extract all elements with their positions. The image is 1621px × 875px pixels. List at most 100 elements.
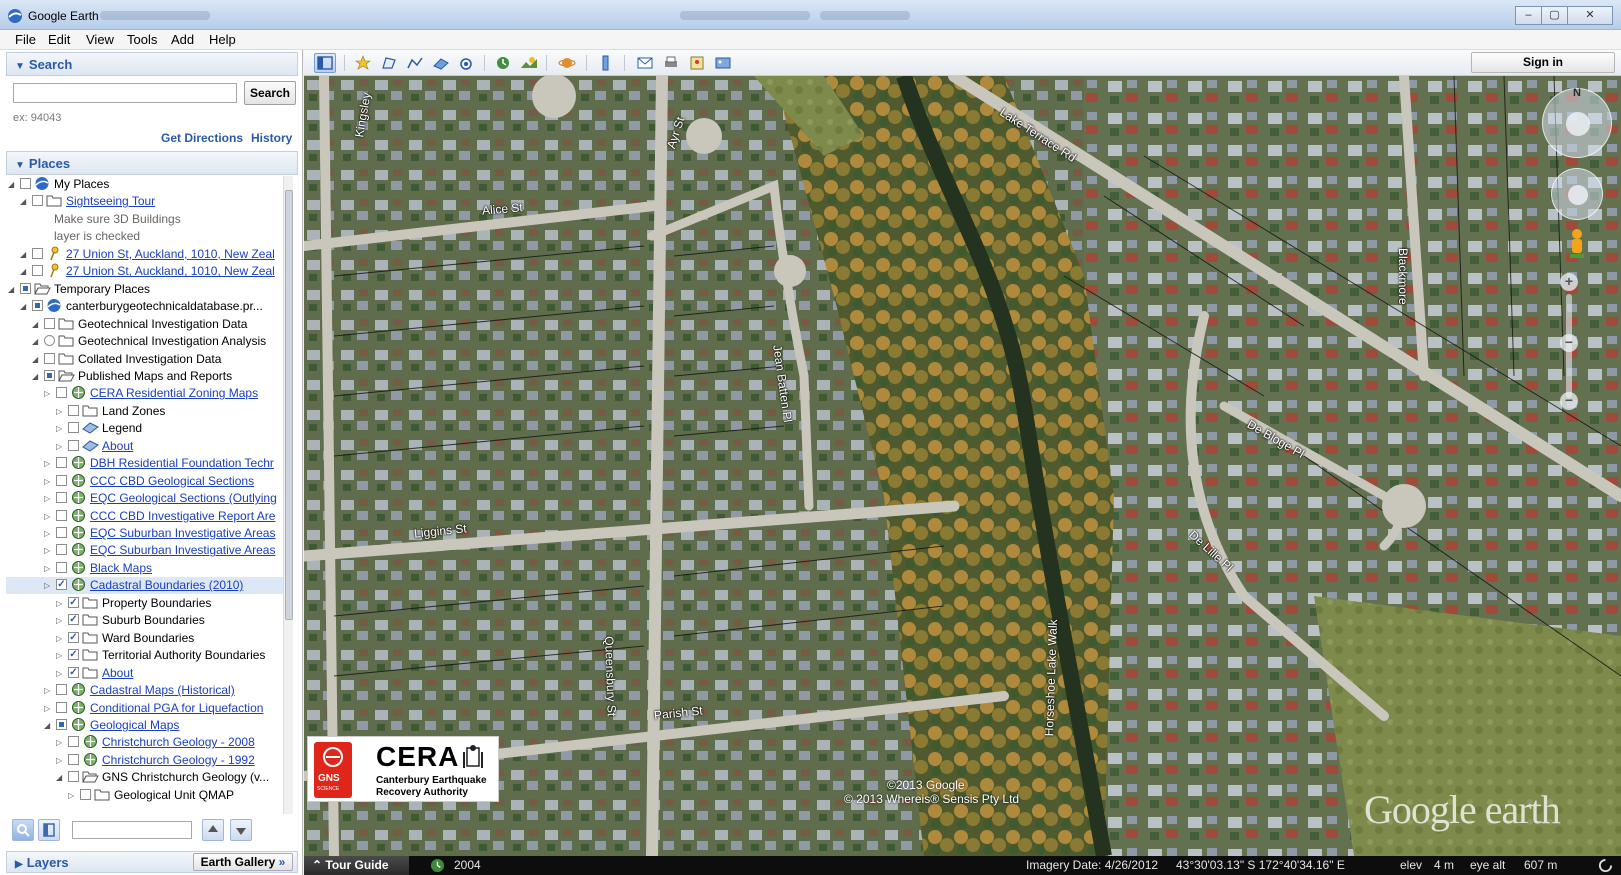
places-tree-item[interactable]: ▷✓Ward Boundaries — [6, 630, 286, 647]
places-tree-item[interactable]: ▷EQC Suburban Investigative Areas — [6, 542, 286, 559]
expand-arrow-icon[interactable]: ◢ — [32, 354, 39, 364]
checkbox[interactable] — [56, 718, 67, 730]
checkbox[interactable] — [56, 492, 67, 504]
checkbox[interactable] — [56, 387, 67, 399]
places-tree-item[interactable]: ◢canterburygeotechnicaldatabase.pr... — [6, 298, 286, 315]
places-tree-item[interactable]: ▷✓About — [6, 665, 286, 682]
places-item-label[interactable]: DBH Residential Foundation Techr — [90, 456, 274, 471]
earth-gallery-button[interactable]: Earth Gallery » — [193, 853, 293, 871]
expand-arrow-icon[interactable]: ▷ — [44, 389, 51, 399]
expand-arrow-icon[interactable]: ◢ — [56, 773, 63, 783]
places-item-label[interactable]: EQC Geological Sections (Outlying — [90, 491, 277, 506]
places-item-label[interactable]: Conditional PGA for Liquefaction — [90, 700, 264, 715]
add-polygon-icon[interactable] — [378, 53, 400, 73]
sign-in-button[interactable]: Sign in — [1471, 52, 1615, 73]
sunlight-icon[interactable] — [518, 53, 540, 73]
places-item-label[interactable]: About — [102, 665, 134, 680]
places-tree-item[interactable]: ▷ DBH Residential Foundation Techr — [6, 455, 286, 472]
checkbox[interactable] — [68, 422, 79, 434]
hide-sidebar-icon[interactable] — [314, 53, 336, 73]
expand-arrow-icon[interactable]: ▷ — [56, 651, 63, 661]
places-tree-item[interactable]: ▷CCC CBD Geological Sections — [6, 473, 286, 490]
menu-file[interactable]: File — [15, 32, 36, 47]
checkbox[interactable] — [32, 265, 43, 277]
expand-arrow-icon[interactable]: ▷ — [56, 668, 63, 678]
expand-arrow-icon[interactable]: ◢ — [32, 337, 39, 347]
places-tree-item[interactable]: ◢27 Union St, Auckland, 1010, New Zeal — [6, 263, 286, 280]
places-tree-item[interactable]: ◢Published Maps and Reports — [6, 368, 286, 385]
eye-icon[interactable] — [1566, 112, 1590, 136]
places-tree-item[interactable]: ▷CERA Residential Zoning Maps — [6, 385, 286, 402]
checkbox[interactable] — [56, 561, 67, 573]
checkbox[interactable] — [56, 474, 67, 486]
places-item-label[interactable]: Cadastral Maps (Historical) — [90, 683, 235, 698]
places-tree-item[interactable]: ◢Temporary Places — [6, 281, 286, 298]
zoom-in-button[interactable]: + — [1560, 273, 1578, 291]
places-item-label[interactable]: Christchurch Geology - 2008 — [102, 735, 255, 750]
search-panel-header[interactable]: ▼Search — [6, 52, 298, 76]
menu-edit[interactable]: Edit — [48, 32, 71, 47]
checkbox[interactable] — [56, 527, 67, 538]
checkbox[interactable] — [44, 369, 55, 381]
checkbox[interactable] — [56, 457, 67, 469]
minimize-button[interactable]: – — [1515, 6, 1542, 25]
expand-arrow-icon[interactable]: ◢ — [8, 284, 15, 294]
places-tree-item[interactable]: ◢Geotechnical Investigation Data — [6, 316, 286, 333]
expand-arrow-icon[interactable]: ▷ — [44, 459, 51, 469]
move-joystick[interactable] — [1551, 168, 1603, 220]
checkbox[interactable] — [20, 178, 31, 189]
places-item-label[interactable]: CCC CBD Investigative Report Are — [90, 508, 276, 523]
move-down-icon[interactable] — [230, 819, 252, 841]
expand-arrow-icon[interactable]: ▷ — [56, 598, 63, 608]
checkbox[interactable] — [68, 753, 79, 765]
expand-arrow-icon[interactable]: ◢ — [20, 302, 27, 312]
places-tree-item[interactable]: ▷✓Territorial Authority Boundaries — [6, 647, 286, 664]
expand-arrow-icon[interactable]: ◢ — [32, 371, 39, 381]
menu-view[interactable]: View — [86, 32, 114, 47]
expand-arrow-icon[interactable]: ▷ — [56, 738, 63, 748]
places-tree-item[interactable]: ▷EQC Suburban Investigative Areas — [6, 525, 286, 542]
radio-button[interactable] — [44, 335, 55, 347]
expand-arrow-icon[interactable]: ▷ — [44, 581, 51, 591]
record-tour-icon[interactable] — [456, 53, 478, 73]
menu-add[interactable]: Add — [171, 32, 195, 47]
checkbox[interactable] — [32, 300, 43, 312]
checkbox[interactable] — [80, 788, 91, 800]
places-tree-item[interactable]: layer is checked — [6, 228, 286, 245]
history-link[interactable]: History — [251, 131, 293, 145]
places-tree-item[interactable]: ▷Conditional PGA for Liquefaction — [6, 700, 286, 717]
checkbox[interactable] — [32, 247, 43, 259]
places-item-label[interactable]: CCC CBD Geological Sections — [90, 473, 255, 488]
hand-icon[interactable] — [1568, 185, 1588, 205]
checkbox[interactable] — [20, 282, 31, 294]
places-tree-item[interactable]: ▷Land Zones — [6, 403, 286, 420]
places-tree-item[interactable]: ◢Sightseeing Tour — [6, 193, 286, 210]
expand-arrow-icon[interactable]: ▷ — [56, 406, 63, 416]
checkbox[interactable]: ✓ — [68, 631, 79, 643]
checkbox[interactable] — [44, 317, 55, 329]
satellite-imagery[interactable] — [304, 76, 1621, 856]
checkbox[interactable] — [56, 544, 67, 556]
expand-arrow-icon[interactable]: ◢ — [8, 180, 15, 189]
places-item-label[interactable]: Black Maps — [90, 560, 153, 575]
expand-arrow-icon[interactable]: ◢ — [20, 197, 27, 207]
view-in-maps-icon[interactable] — [686, 53, 708, 73]
places-item-label[interactable]: EQC Suburban Investigative Areas — [90, 543, 276, 558]
expand-arrow-icon[interactable]: ▷ — [56, 424, 63, 434]
checkbox[interactable]: ✓ — [56, 579, 67, 591]
close-button[interactable]: ✕ — [1567, 6, 1613, 25]
expand-arrow-icon[interactable]: ▷ — [44, 511, 51, 521]
places-item-label[interactable]: About — [102, 438, 134, 453]
places-tree-item[interactable]: ▷Geological Unit QMAP — [6, 787, 286, 804]
checkbox[interactable]: ✓ — [68, 649, 79, 661]
checkbox[interactable]: ✓ — [68, 614, 79, 626]
expand-arrow-icon[interactable]: ◢ — [20, 249, 27, 259]
add-path-icon[interactable] — [404, 53, 426, 73]
places-tree-item[interactable]: ▷✓Cadastral Boundaries (2010) — [6, 577, 286, 595]
historical-clock-icon[interactable] — [430, 858, 445, 873]
checkbox[interactable] — [68, 736, 79, 748]
expand-arrow-icon[interactable]: ▷ — [44, 563, 51, 573]
places-tree-item[interactable]: ◢Collated Investigation Data — [6, 351, 286, 368]
checkbox[interactable] — [68, 771, 79, 783]
expand-arrow-icon[interactable]: ▷ — [44, 494, 51, 504]
